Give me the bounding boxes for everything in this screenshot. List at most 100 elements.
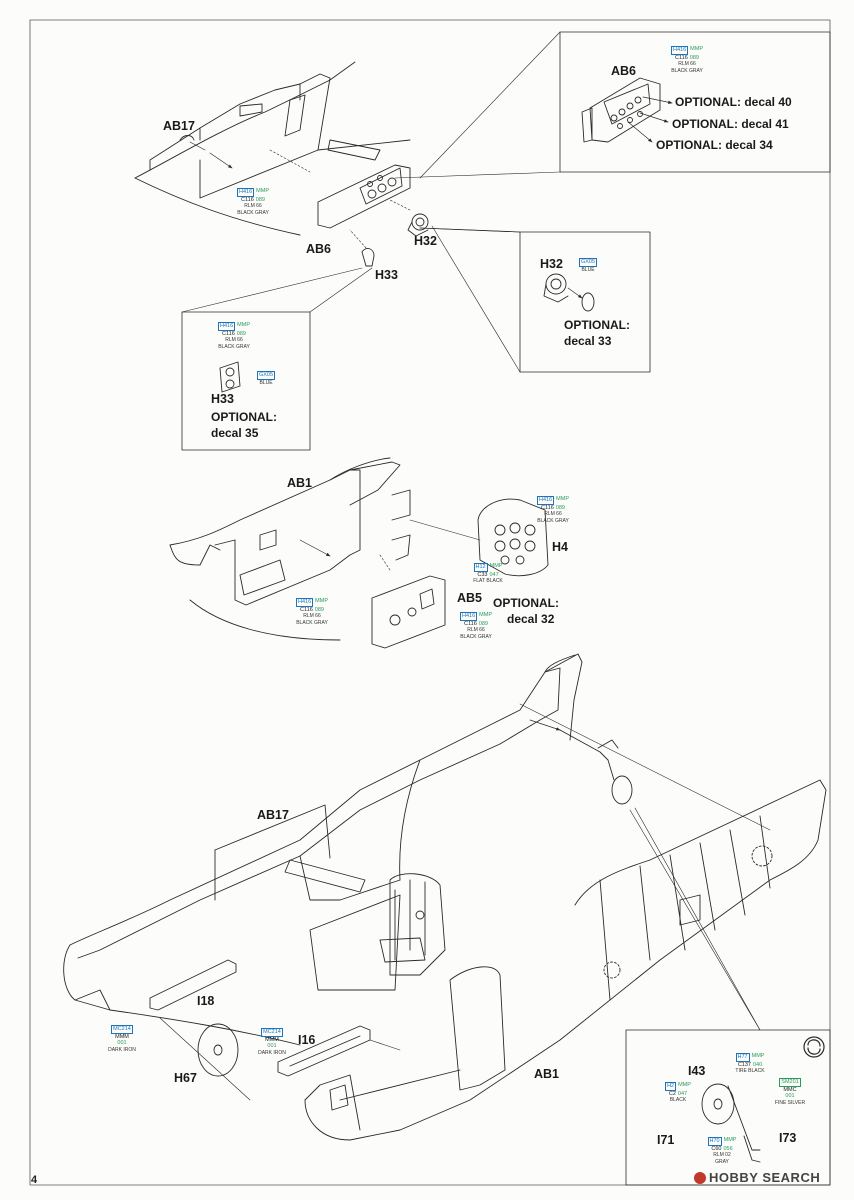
paint-name: DARK IRON [108,1046,136,1053]
paint-code: 089 [555,504,565,511]
part-label-ab5: AB5 [457,591,483,605]
optional-decal-33-line1: OPTIONAL: [564,318,630,332]
inset-frame-ab6 [559,31,831,173]
paint-code: 001 [267,1043,277,1049]
optional-decal-33: OPTIONAL: decal 33 [564,317,630,349]
h33-drawing [361,248,375,267]
h67-drawing [197,1023,239,1077]
paint-mc-code: MC214 [261,1028,283,1037]
paint-code: 001 [785,1093,795,1099]
paint-code: 047 [489,571,499,578]
optional-decal-41: OPTIONAL: decal 41 [672,117,789,131]
paint-sm-code: SM201 [779,1078,801,1087]
paint-mmp: MMP [315,598,328,604]
hobby-search-logo-icon [694,1172,706,1184]
paint-mmp: MMP [256,188,269,194]
page-frame [29,19,831,1186]
optional-decal-32-line1: OPTIONAL: [493,596,559,610]
paint-mmm: MMM [115,1033,129,1040]
paint-code: 089 [689,54,699,61]
inset-frame-gear [625,1029,831,1186]
inset-frame-h32 [419,227,651,373]
paint-code: 001 [117,1040,127,1046]
h32-drawing [407,213,429,237]
part-label-ab17: AB17 [163,119,195,133]
paint-name: TIRE BLACK [735,1068,765,1074]
ab5-drawing [371,575,446,649]
ab6-inset-drawing [581,77,661,143]
part-label-h32: H32 [414,234,437,248]
part-label-i71: I71 [657,1133,675,1147]
part-label-ab1-bottom: AB1 [534,1067,560,1081]
inset-label-h32: H32 [540,257,563,271]
paint-name2: BLACK GRAY [537,517,569,524]
part-label-h4: H4 [552,540,568,554]
tail-wheel-drawing [559,729,633,805]
h33-inset-drawing [219,361,241,393]
paint-gx-code: GX05 [578,258,598,267]
paint-name: RLM 02 [713,1152,731,1158]
paint-mmc: MMC [783,1086,797,1093]
inset-frame-h33 [181,311,311,451]
paint-chip-blue: GX05 BLUE [574,258,602,273]
paint-c-code: C116 [222,330,235,337]
optional-decal-35-line2: decal 35 [211,426,259,440]
paint-h-code: H416 [671,46,689,55]
paint-code: 040 [752,1061,763,1068]
part-label-i18: I18 [197,994,215,1008]
optional-decal-32: OPTIONAL: decal 32 [493,595,559,627]
paint-name: BLUE [581,266,595,273]
paint-name: BLACK [669,1097,687,1103]
inset-label-ab6: AB6 [611,64,637,78]
paint-c-code: C116 [541,504,554,511]
paint-code: 089 [255,196,265,203]
part-label-ab17-bottom: AB17 [257,808,289,822]
paint-name2: BLACK GRAY [296,619,328,626]
paint-c-code: C60 [711,1145,722,1152]
paint-name: RLM 66 [303,613,321,619]
part-label-ab1: AB1 [287,476,313,490]
h4-drawing [477,498,549,577]
part-label-ab6: AB6 [306,242,332,256]
paint-c-code: C116 [241,196,254,203]
paint-h-code: H416 [537,496,555,505]
paint-h-code: H70 [707,1137,722,1146]
paint-h-code: H416 [460,612,478,621]
paint-mmp: MMP [723,1137,737,1143]
gear-inset-drawing [701,1083,761,1163]
optional-decal-35: OPTIONAL: decal 35 [211,409,277,441]
part-label-h67: H67 [174,1071,197,1085]
paint-name: RLM 66 [244,203,262,209]
inset-label-h33: H33 [211,392,234,406]
paint-h-code: H12 [473,563,488,572]
paint-name: BLUE [259,379,273,386]
paint-name2: BLACK GRAY [671,67,703,74]
paint-code: 056 [723,1145,733,1152]
paint-name: RLM 66 [225,337,243,343]
paint-mmp: MMP [479,612,492,618]
paint-mmm: MMM [265,1036,279,1043]
paint-chip-dark-iron: MC214 MMM 001 DARK IRON [253,1028,291,1056]
paint-name2: BLACK GRAY [218,343,250,350]
paint-c-code: C33 [477,571,488,578]
paint-c-code: C137 [737,1061,751,1068]
rotate-icon [803,1036,825,1058]
paint-c-code: C116 [675,54,688,61]
paint-mmp: MMP [751,1053,765,1059]
h32-inset-drawing [543,273,595,312]
paint-mmp: MMP [678,1082,691,1088]
paint-code: 047 [677,1090,688,1097]
paint-h-code: H416 [218,322,236,331]
rear-fuselage-drawing [304,779,827,1141]
part-label-i43: I43 [688,1064,706,1078]
